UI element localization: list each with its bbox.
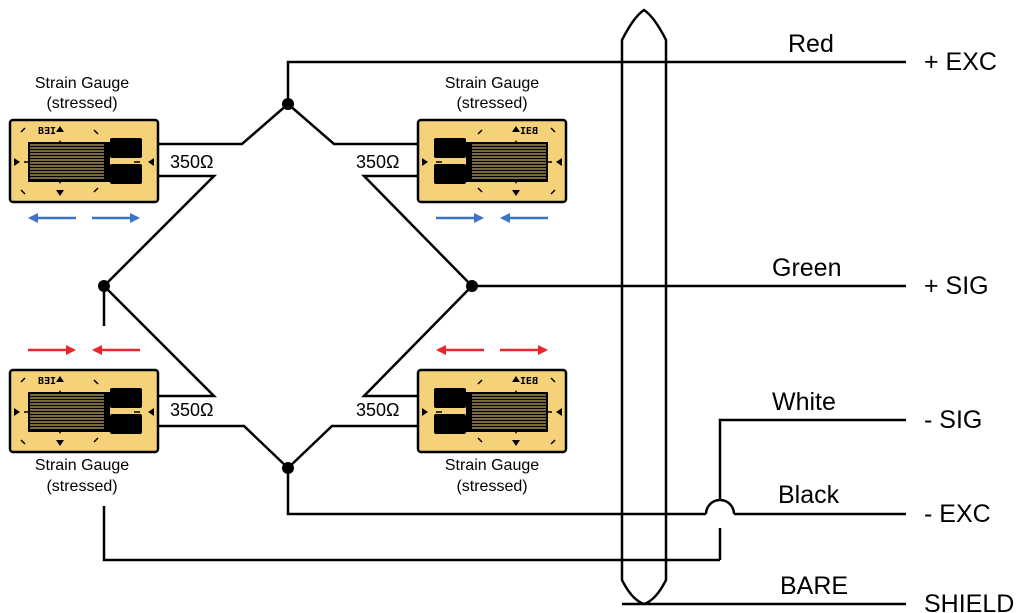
strain-gauge-top-right — [416, 118, 568, 204]
resistance-top-left: 350Ω — [170, 152, 214, 172]
resistance-bottom-left: 350Ω — [170, 400, 214, 420]
junction-left — [98, 280, 110, 292]
gauge-title-top-left: Strain Gauge — [35, 75, 129, 92]
wire-label-green: Green — [772, 254, 841, 282]
junction-top — [282, 98, 294, 110]
strain-gauge-bottom-right — [416, 368, 568, 454]
gauge-state-top-left: (stressed) — [46, 95, 117, 112]
wire-label-black: Black — [778, 481, 840, 509]
terminal-shield: SHIELD — [924, 590, 1014, 613]
cable-jacket — [620, 8, 668, 606]
gauge-state-top-right: (stressed) — [456, 95, 527, 112]
gauge-title-top-right: Strain Gauge — [445, 75, 539, 92]
wire-label-white: White — [772, 388, 836, 416]
terminal-minus-exc: - EXC — [924, 500, 991, 528]
resistance-bottom-right: 350Ω — [356, 400, 400, 420]
junction-bottom — [282, 462, 294, 474]
bridge-wiring — [102, 103, 473, 469]
gauge-title-bottom-left: Strain Gauge — [35, 457, 129, 474]
junction-right — [466, 280, 478, 292]
strain-gauge-top-left — [8, 118, 160, 204]
wire-label-bare: BARE — [780, 572, 848, 600]
strain-gauge-bottom-left — [8, 368, 160, 454]
resistance-top-right: 350Ω — [356, 152, 400, 172]
output-wiring — [102, 60, 906, 606]
terminal-minus-sig: - SIG — [924, 406, 982, 434]
wire-label-red: Red — [788, 30, 834, 58]
gauge-title-bottom-right: Strain Gauge — [445, 457, 539, 474]
terminal-plus-sig: + SIG — [924, 272, 989, 300]
terminal-plus-exc: + EXC — [924, 48, 997, 76]
gauge-state-bottom-right: (stressed) — [456, 478, 527, 495]
gauge-state-bottom-left: (stressed) — [46, 478, 117, 495]
